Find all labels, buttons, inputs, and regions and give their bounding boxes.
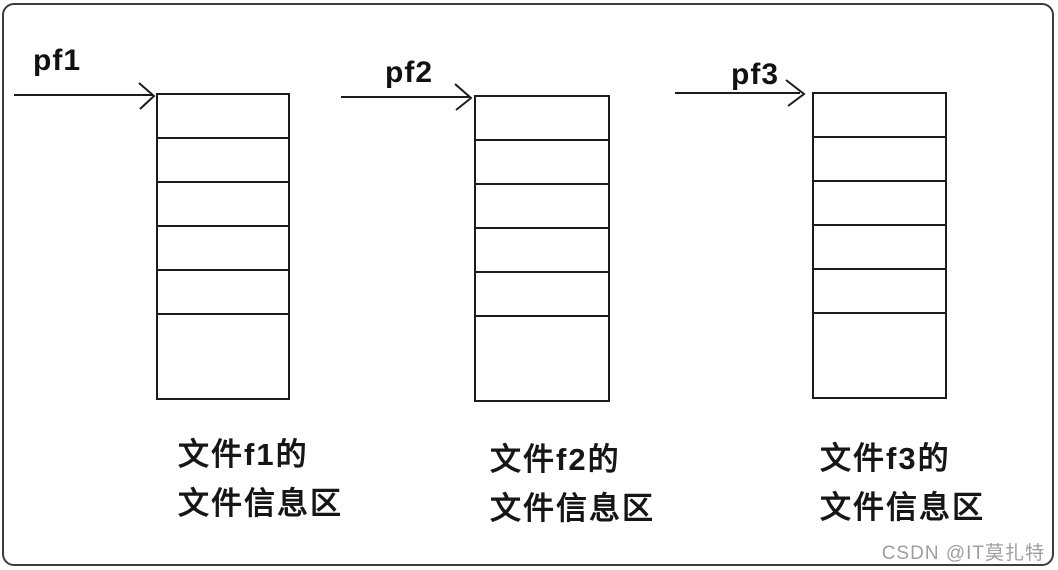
stack-cell	[814, 270, 945, 314]
stack-cell	[476, 141, 608, 185]
stack-cell	[814, 314, 945, 397]
stack-cell	[158, 183, 288, 227]
stack-cell	[158, 139, 288, 183]
pointer-label-pf3: pf3	[731, 58, 779, 91]
stack-cell	[476, 229, 608, 273]
stack-cell	[476, 317, 608, 400]
pointer-label-pf2: pf2	[385, 56, 433, 89]
stack-cell	[476, 97, 608, 141]
file-info-stack-f1	[156, 93, 290, 400]
stack-cell	[158, 227, 288, 271]
stack-cell	[814, 138, 945, 182]
stack-cell	[158, 95, 288, 139]
stack-cell	[476, 273, 608, 317]
caption-f1-line2: 文件信息区	[178, 486, 343, 521]
caption-f3-line2: 文件信息区	[820, 490, 985, 525]
caption-f2-line2: 文件信息区	[490, 491, 655, 526]
file-info-stack-f2	[474, 95, 610, 402]
stack-cell	[476, 185, 608, 229]
stack-cell	[158, 315, 288, 398]
stack-cell	[814, 226, 945, 270]
pointer-label-pf1: pf1	[33, 44, 81, 77]
caption-f2-line1: 文件f2的	[490, 442, 621, 477]
file-info-stack-f3	[812, 92, 947, 399]
caption-f3: 文件f3的 文件信息区	[820, 434, 985, 532]
caption-f2: 文件f2的 文件信息区	[490, 435, 655, 533]
caption-f1-line1: 文件f1的	[178, 437, 309, 472]
stack-cell	[814, 94, 945, 138]
caption-f1: 文件f1的 文件信息区	[178, 430, 343, 528]
caption-f3-line1: 文件f3的	[820, 441, 951, 476]
stack-cell	[158, 271, 288, 315]
stack-cell	[814, 182, 945, 226]
csdn-watermark: CSDN @IT莫扎特	[881, 543, 1045, 564]
